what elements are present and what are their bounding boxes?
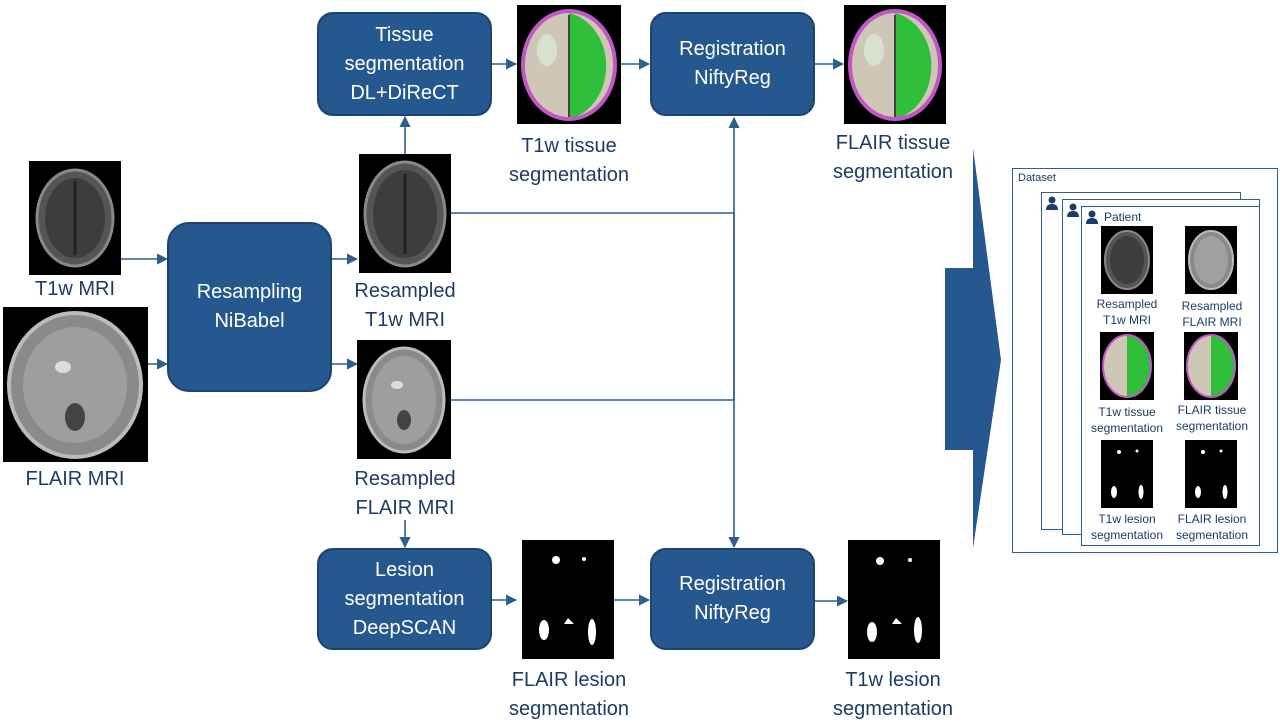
dataset-item-label: T1w lesion segmentation [1082, 511, 1172, 543]
lesion-box-line1: Lesion [375, 558, 434, 581]
dataset-t1w-lesion-thumb [1101, 440, 1153, 508]
flair-tissue-segmentation-image [844, 5, 946, 124]
dataset-item-line: T1w tissue [1098, 405, 1156, 419]
resampled-t1w-label: Resampled T1w MRI [330, 277, 480, 335]
flair-mri-image [3, 307, 148, 462]
tissue-box-line3: DL+DiReCT [350, 81, 459, 104]
tissue-box-line2: segmentation [344, 52, 465, 75]
lesion-box-line2: segmentation [344, 587, 465, 610]
dataset-item-line: segmentation [1175, 528, 1249, 542]
dataset-t1w-tissue-thumb [1100, 332, 1154, 400]
person-icon [1046, 196, 1058, 210]
registration-bottom-line1: Registration [679, 573, 786, 595]
resampled-flair-label: Resampled FLAIR MRI [330, 465, 480, 523]
t1w-tissue-seg-label-line1: T1w tissue [521, 135, 617, 157]
flair-mri-label: FLAIR MRI [25, 468, 125, 490]
flair-tissue-seg-label: FLAIR tissue segmentation [818, 129, 968, 187]
t1w-lesion-seg-label-line1: T1w lesion [845, 669, 941, 691]
dataset-item-line: segmentation [1090, 421, 1164, 435]
dataset-resampled-flair-thumb [1185, 226, 1237, 294]
dataset-item-line: T1w lesion [1098, 512, 1156, 526]
dataset-item-line: segmentation [1090, 528, 1164, 542]
dataset-flair-lesion-thumb [1185, 440, 1237, 508]
dataset-title: Dataset [1018, 172, 1056, 184]
dataset-item-label: T1w tissue segmentation [1082, 404, 1172, 436]
person-icon [1067, 203, 1079, 217]
registration-bottom-line2: NiftyReg [694, 602, 771, 624]
dataset-item-label: FLAIR lesion segmentation [1167, 511, 1257, 543]
tissue-segmentation-box: Tissue segmentation DL+DiReCT [317, 12, 492, 116]
dataset-resampled-t1w-thumb [1101, 226, 1153, 294]
dataset-item-line: Resampled [1096, 297, 1158, 311]
flair-lesion-seg-label-line1: FLAIR lesion [511, 669, 627, 691]
resampled-flair-label-line2: FLAIR MRI [355, 497, 455, 519]
t1w-lesion-seg-label-line2: segmentation [832, 698, 954, 720]
tissue-box-line1: Tissue [375, 23, 434, 46]
registration-bottom-box: Registration NiftyReg [650, 548, 815, 650]
flair-lesion-seg-label: FLAIR lesion segmentation [494, 666, 644, 724]
resampled-t1w-image [359, 154, 451, 273]
resampled-flair-image [357, 340, 451, 459]
t1w-lesion-seg-label: T1w lesion segmentation [818, 666, 968, 724]
t1w-tissue-seg-label: T1w tissue segmentation [494, 132, 644, 190]
lesion-box-line3: DeepSCAN [352, 616, 457, 639]
resampled-t1w-label-line1: Resampled [354, 280, 456, 302]
flair-tissue-seg-label-line2: segmentation [832, 161, 954, 183]
resampling-box-line2: NiBabel [214, 310, 285, 332]
registration-top-line2: NiftyReg [694, 67, 771, 89]
person-icon [1086, 210, 1098, 224]
t1w-tissue-segmentation-image [517, 5, 621, 124]
resampled-flair-label-line1: Resampled [354, 468, 456, 490]
dataset-item-line: Resampled [1181, 299, 1243, 313]
registration-top-line1: Registration [679, 38, 786, 60]
flair-tissue-seg-label-line1: FLAIR tissue [835, 132, 951, 154]
lesion-segmentation-box: Lesion segmentation DeepSCAN [317, 548, 492, 650]
dataset-item-line: FLAIR lesion [1177, 512, 1247, 526]
dataset-item-label: Resampled T1w MRI [1082, 296, 1172, 328]
dataset-item-label: FLAIR tissue segmentation [1167, 402, 1257, 434]
dataset-item-line: FLAIR MRI [1182, 315, 1242, 329]
dataset-item-line: segmentation [1175, 419, 1249, 433]
dataset-item-label: Resampled FLAIR MRI [1167, 298, 1257, 330]
dataset-item-line: FLAIR tissue [1177, 403, 1247, 417]
resampling-box-line1: Resampling [196, 281, 303, 303]
resampled-t1w-label-line2: T1w MRI [365, 309, 445, 331]
flair-lesion-mask-image [522, 540, 614, 659]
arrow-icon [945, 148, 1001, 548]
patient-label: Patient [1104, 210, 1142, 224]
registration-top-box: Registration NiftyReg [650, 12, 815, 116]
dataset-flair-tissue-thumb [1184, 332, 1238, 400]
dataset-item-line: T1w MRI [1103, 313, 1151, 327]
t1w-mri-label: T1w MRI [35, 278, 115, 300]
t1w-tissue-seg-label-line2: segmentation [508, 164, 630, 186]
t1w-mri-image [29, 161, 121, 275]
resampling-box: Resampling NiBabel [167, 222, 332, 392]
t1w-lesion-mask-image [848, 540, 940, 659]
flair-lesion-seg-label-line2: segmentation [508, 698, 630, 720]
